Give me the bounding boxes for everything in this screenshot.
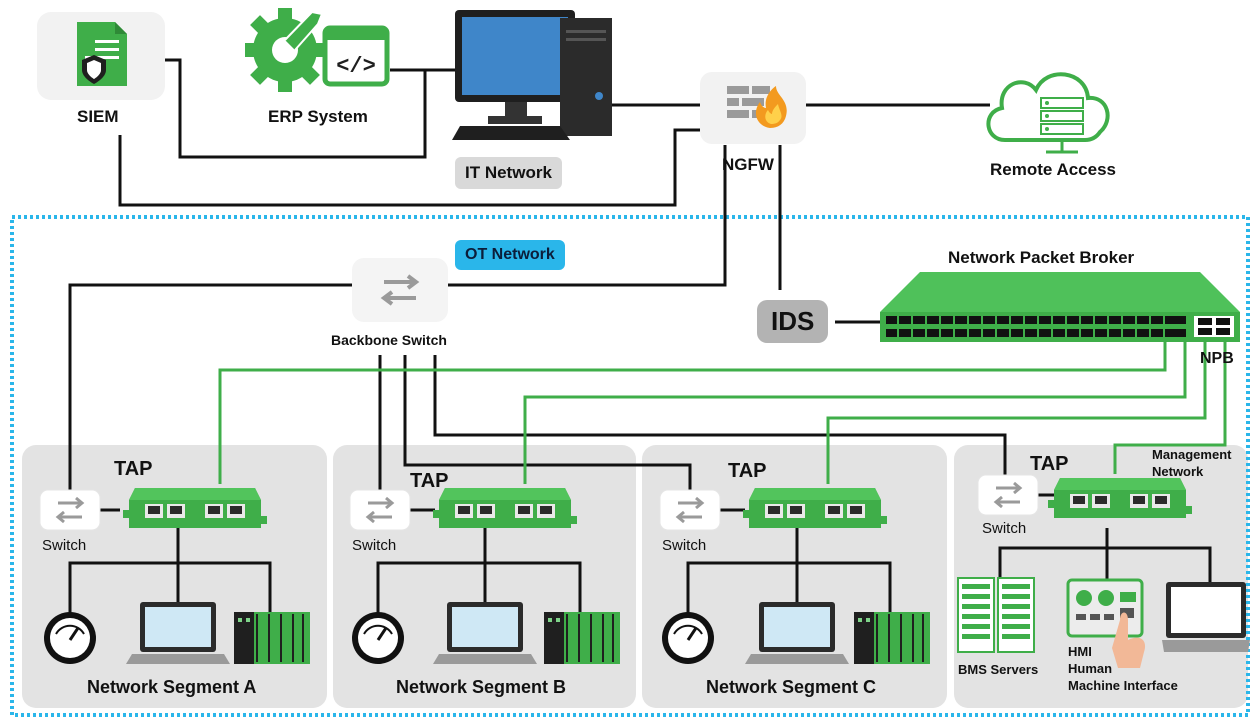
- ngfw-label: NGFW: [722, 155, 774, 174]
- management-network-line2: Network: [1152, 464, 1204, 479]
- tap-label-b: TAP: [410, 470, 449, 492]
- switch-label-management: Switch: [982, 520, 1027, 537]
- erp-label: ERP System: [268, 107, 368, 126]
- ot-network-border: [10, 215, 1250, 717]
- hmi-label-line3: Machine Interface: [1068, 678, 1178, 693]
- npb-device-icon: [880, 272, 1240, 342]
- plc-icon: [854, 612, 930, 664]
- hmi-label-line2: Human: [1068, 661, 1113, 676]
- laptop-icon: [745, 602, 849, 664]
- tap-device-icon: [433, 488, 577, 528]
- segment-name-c: Network Segment C: [706, 677, 877, 697]
- switch-arrows-icon: [348, 488, 412, 532]
- tap-label-c: TAP: [728, 460, 767, 482]
- switch-arrows-icon: [352, 258, 448, 322]
- remote-access-label: Remote Access: [990, 160, 1116, 179]
- bms-servers-label: BMS Servers: [958, 662, 1039, 677]
- desktop-computer-icon: [452, 10, 612, 140]
- gauge-icon: [42, 610, 98, 666]
- npb-short-label: NPB: [1200, 350, 1234, 367]
- switch-label-c: Switch: [662, 537, 707, 554]
- gauge-icon: [660, 610, 716, 666]
- switch-arrows-icon: [38, 488, 102, 532]
- plc-icon: [234, 612, 310, 664]
- ot-network-badge: OT Network: [455, 240, 565, 270]
- switch-label-b: Switch: [352, 537, 397, 554]
- segment-name-b: Network Segment B: [396, 677, 567, 697]
- svg-text:</>: </>: [336, 54, 376, 79]
- firewall-icon: [700, 72, 806, 144]
- laptop-icon: [433, 602, 537, 664]
- server-rack-icon: [957, 577, 1035, 653]
- tap-device-icon: [743, 488, 887, 528]
- document-shield-icon: [37, 12, 165, 100]
- ids-badge: IDS: [757, 300, 829, 343]
- switch-arrows-icon: [976, 473, 1040, 517]
- tap-device-icon: [123, 488, 267, 528]
- cloud-server-icon: [986, 72, 1110, 154]
- hmi-label-line1: HMI: [1068, 644, 1092, 659]
- plc-icon: [544, 612, 620, 664]
- siem-label: SIEM: [77, 107, 119, 126]
- switch-label-a: Switch: [42, 537, 87, 554]
- switch-arrows-icon: [658, 488, 722, 532]
- tap-device-icon: [1048, 478, 1192, 518]
- it-connections: [68, 58, 1212, 620]
- gear-code-icon: </>: [245, 8, 390, 92]
- monitoring-connections: [218, 340, 1227, 484]
- npb-title: Network Packet Broker: [948, 248, 1135, 267]
- laptop-icon: [126, 602, 230, 664]
- gauge-icon: [350, 610, 406, 666]
- segment-name-a: Network Segment A: [87, 677, 257, 697]
- tap-label-management: TAP: [1030, 453, 1069, 475]
- hmi-panel-icon: [1066, 578, 1146, 668]
- management-network-line1: Management: [1152, 447, 1232, 462]
- it-network-badge: IT Network: [455, 157, 562, 189]
- backbone-switch-label: Backbone Switch: [331, 332, 447, 348]
- tap-label-a: TAP: [114, 458, 153, 480]
- laptop-icon: [1162, 582, 1250, 652]
